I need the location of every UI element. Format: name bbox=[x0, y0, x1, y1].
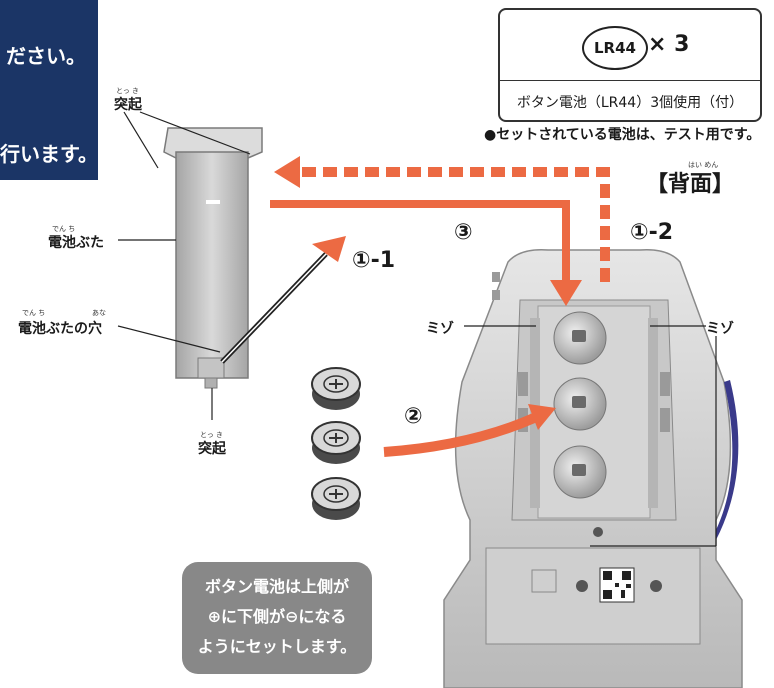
step-arrows bbox=[270, 156, 610, 457]
battery-info-box: LR44 × 3 ボタン電池（LR44）3個使用（付） bbox=[498, 8, 762, 122]
furigana-tokki-top: とっ き bbox=[116, 87, 140, 95]
battery-box-divider bbox=[500, 80, 760, 81]
step-3: ③ bbox=[454, 220, 473, 245]
furigana-denchi: でん ち bbox=[52, 225, 76, 233]
battery-type-label: LR44 bbox=[594, 39, 636, 57]
instruction-line-2: 行います。 bbox=[0, 142, 98, 166]
polarity-note-line-3: ようにセットします。 bbox=[197, 637, 357, 656]
step-1-2: ①-2 bbox=[630, 220, 674, 245]
device-back-illustration bbox=[443, 249, 743, 688]
test-battery-note: ●セットされている電池は、テスト用です。 bbox=[484, 127, 761, 143]
step-1-1: ①-1 bbox=[352, 248, 396, 273]
polarity-note-text: ボタン電池は上側が ⊕に下側が⊖になる ようにセットします。 bbox=[182, 572, 372, 662]
battery-caption: ボタン電池（LR44）3個使用（付） bbox=[516, 95, 744, 111]
furigana-haimen: はい めん bbox=[688, 161, 719, 169]
furigana-denchi-2: でん ち bbox=[22, 309, 46, 317]
furigana-ana: あな bbox=[92, 309, 106, 317]
view-heading: 【背面】 bbox=[646, 172, 735, 197]
label-groove-right: ミゾ bbox=[706, 321, 734, 337]
furigana-tokki-bottom: とっ き bbox=[200, 431, 224, 439]
battery-cover-illustration bbox=[163, 127, 328, 389]
label-protrusion-bottom: 突起 bbox=[198, 441, 226, 457]
label-protrusion-top: 突起 bbox=[114, 97, 142, 113]
instruction-line-1: ださい。 bbox=[6, 44, 86, 68]
coin-battery-icon: LR44 bbox=[582, 26, 648, 70]
battery-quantity: × 3 bbox=[648, 32, 690, 57]
loose-batteries bbox=[311, 367, 361, 520]
label-battery-cover: 電池ぶた bbox=[48, 235, 104, 251]
polarity-note-line-2: ⊕に下側が⊖になる bbox=[207, 607, 347, 626]
polarity-note-bubble: ボタン電池は上側が ⊕に下側が⊖になる ようにセットします。 bbox=[182, 562, 372, 674]
label-groove-left: ミゾ bbox=[426, 321, 454, 337]
polarity-note-line-1: ボタン電池は上側が bbox=[204, 577, 349, 596]
instruction-panel bbox=[0, 0, 98, 180]
label-battery-cover-hole: 電池ぶたの穴 bbox=[18, 321, 102, 337]
step-2: ② bbox=[404, 404, 423, 429]
